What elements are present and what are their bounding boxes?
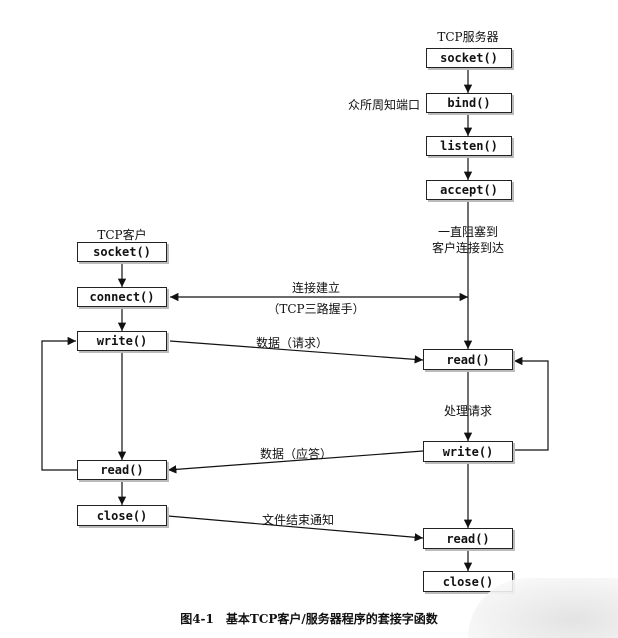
block-note-line2: 客户连接到达 (431, 241, 505, 255)
server-write-box: write() (423, 441, 513, 462)
server-read-box: read() (423, 349, 513, 370)
block-note-line1: 一直阻塞到 (437, 225, 499, 239)
bind-note: 众所周知端口 (347, 98, 420, 112)
arrow-eof (167, 515, 424, 542)
reply-label: 数据（应答） (259, 447, 333, 461)
client-close-box: close() (77, 505, 167, 526)
client-title: TCP客户 (97, 228, 147, 242)
server-socket-box: socket() (426, 48, 512, 68)
server-bind-box: bind() (426, 93, 512, 113)
request-label: 数据（请求） (255, 336, 329, 350)
eof-label: 文件结束通知 (261, 513, 335, 527)
watermark-stamp (468, 578, 618, 638)
process-note: 处理请求 (443, 404, 493, 418)
client-read-box: read() (77, 460, 167, 480)
arrow-reply (167, 450, 424, 474)
connect-label-line1: 连接建立 (291, 281, 341, 295)
arrow-request (169, 340, 424, 364)
server-close-box: close() (423, 571, 513, 592)
connect-label-line2: （TCP三路握手） (267, 302, 365, 316)
server-accept-box: accept() (426, 180, 512, 200)
server-loop (512, 356, 549, 451)
figure-caption: 图4-1 基本TCP客户/服务器程序的套接字函数 (180, 612, 438, 626)
client-socket-box: socket() (77, 242, 167, 262)
client-write-box: write() (77, 331, 167, 351)
server-title: TCP服务器 (437, 30, 499, 44)
client-connect-box: connect() (77, 287, 167, 307)
server-listen-box: listen() (426, 136, 512, 156)
client-loop (41, 336, 77, 471)
server-read2-box: read() (423, 528, 513, 549)
